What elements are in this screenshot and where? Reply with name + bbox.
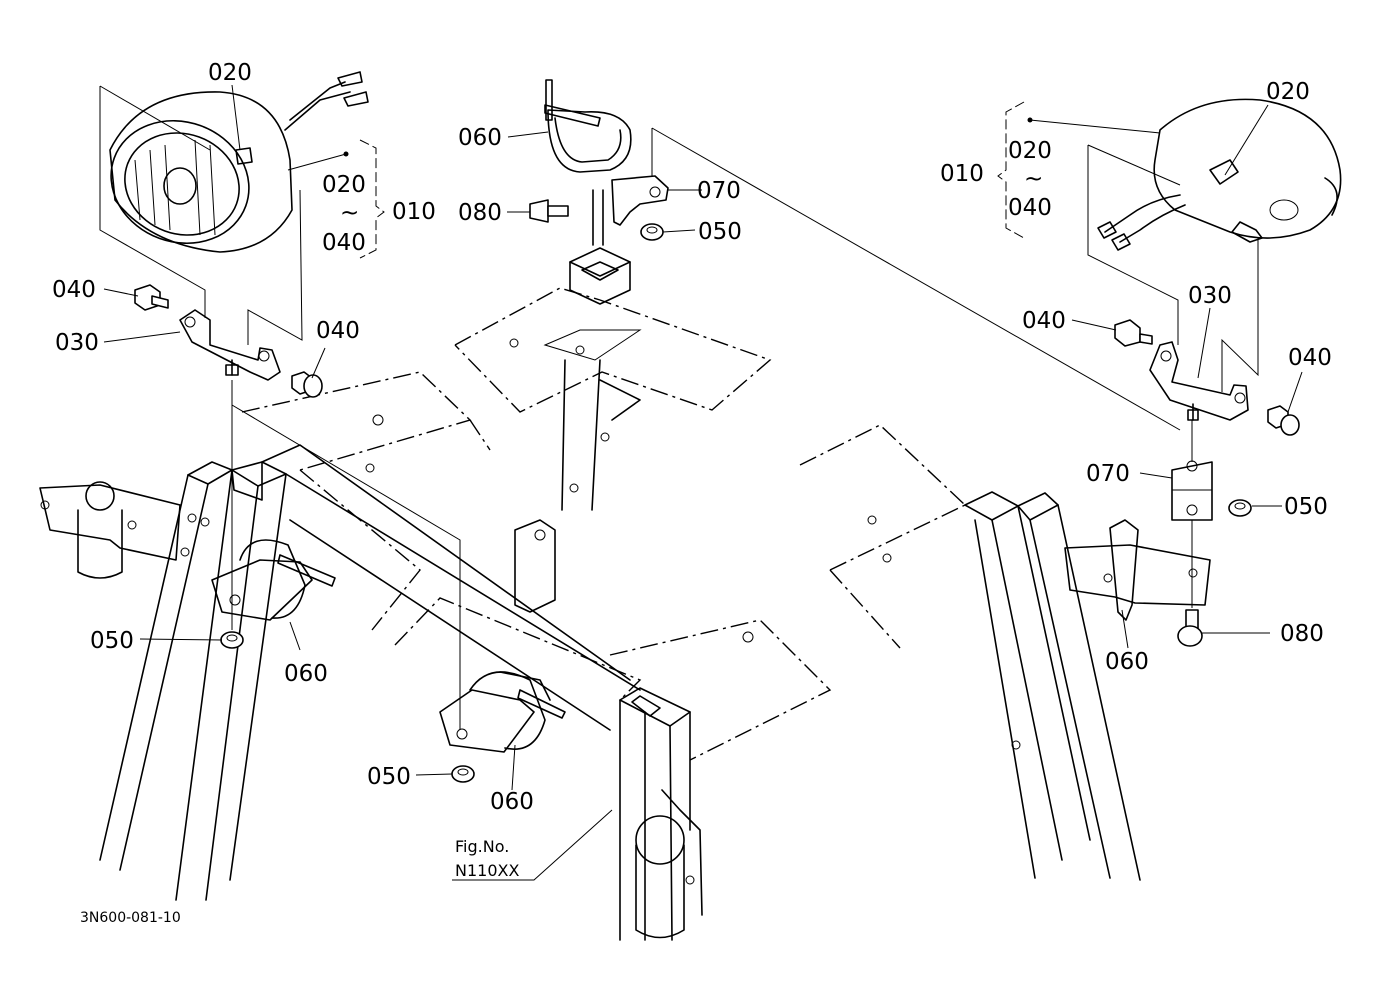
label-020-right-range: 020 (1008, 138, 1052, 164)
tilde-left: ~ (340, 200, 359, 226)
left-dash-outline (241, 371, 491, 631)
label-040-left-range: 040 (322, 230, 366, 256)
label-060-top: 060 (458, 125, 502, 151)
label-030-right: 030 (1188, 283, 1232, 309)
center-plate (439, 671, 566, 753)
top-bracket-070 (592, 175, 669, 246)
label-030-left: 030 (55, 330, 99, 356)
left-frame (39, 444, 641, 901)
center-lower-frame (394, 519, 832, 941)
center-upper-frame (454, 247, 772, 511)
label-060-right: 060 (1105, 649, 1149, 675)
left-lamp (109, 71, 369, 253)
label-020-left: 020 (208, 60, 252, 86)
label-010-right: 010 (940, 161, 984, 187)
callout-labels: 020 020 ~ 040 010 040 030 040 050 060 06… (52, 60, 1332, 926)
left-plate (211, 539, 336, 621)
top-tie-060 (544, 79, 632, 173)
right-lamp (1097, 98, 1342, 251)
label-060-center: 060 (490, 789, 534, 815)
label-070-right: 070 (1086, 461, 1130, 487)
label-050-top: 050 (698, 219, 742, 245)
label-070-top: 070 (697, 178, 741, 204)
label-040-right-a: 040 (1022, 308, 1066, 334)
label-020-right: 020 (1266, 79, 1310, 105)
right-bracket-070 (1171, 460, 1213, 521)
label-050-left: 050 (90, 628, 134, 654)
fig-no-label: Fig.No. (455, 837, 509, 856)
tilde-right: ~ (1024, 166, 1043, 192)
label-040-left-a: 040 (52, 277, 96, 303)
figure-code: 3N600-081-10 (80, 910, 181, 926)
label-080-top: 080 (458, 200, 502, 226)
label-050-right: 050 (1284, 494, 1328, 520)
label-040-right-b: 040 (1288, 345, 1332, 371)
fig-no-value: N110XX (455, 861, 519, 880)
right-bolt-080 (1177, 609, 1203, 647)
label-080-right: 080 (1280, 621, 1324, 647)
left-bolts (134, 284, 323, 398)
label-040-left-b: 040 (316, 318, 360, 344)
label-040-right-range: 040 (1008, 195, 1052, 221)
right-bracket-030 (1149, 341, 1249, 421)
right-frame (799, 424, 1211, 881)
braces (359, 101, 1025, 259)
label-050-center: 050 (367, 764, 411, 790)
left-bracket-030 (179, 309, 281, 381)
nuts-050 (220, 223, 1252, 783)
right-bolts-040 (1114, 319, 1300, 436)
label-010-left: 010 (392, 199, 436, 225)
label-060-left: 060 (284, 661, 328, 687)
leader-lines (99, 84, 1303, 881)
label-020-left-range: 020 (322, 172, 366, 198)
top-bolt-080 (529, 199, 569, 223)
